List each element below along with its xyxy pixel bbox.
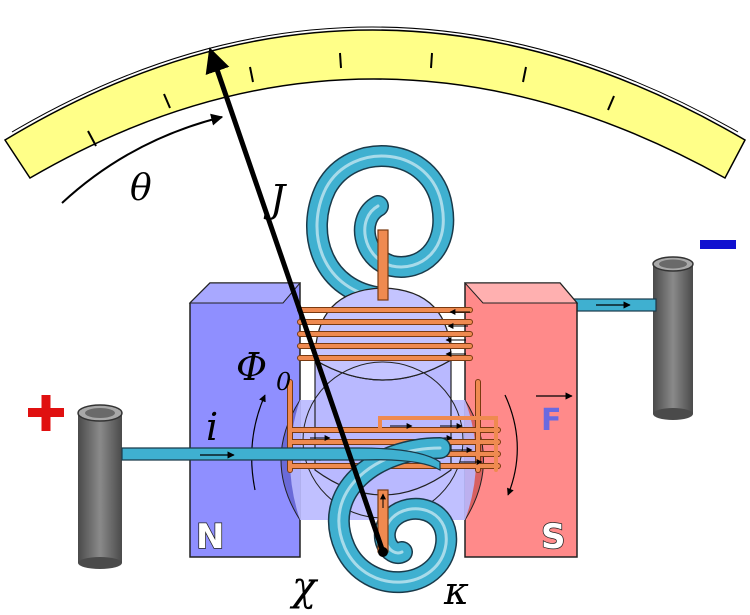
kappa-label: κ: [443, 569, 469, 613]
minus-sign: [700, 240, 736, 249]
left-lead-strip: [121, 447, 441, 472]
flux-arrow-right: [504, 394, 518, 496]
scale-tick: [430, 52, 433, 69]
flux-arrow-left: [251, 394, 266, 491]
phi0-label: Φ: [236, 345, 267, 389]
scale-tick: [163, 93, 171, 109]
scale-arc: [3, 26, 746, 180]
N-label: N: [196, 517, 224, 557]
theta-arc-arrow: [61, 113, 224, 204]
chi-label: χ: [289, 564, 319, 610]
S-label: S: [541, 517, 566, 557]
left-terminal: [77, 404, 123, 569]
pivot: [378, 547, 388, 557]
scale-tick: [607, 95, 615, 111]
scale-ticks: [87, 52, 615, 147]
scale-tick: [522, 66, 527, 83]
top-shaft: [377, 229, 389, 301]
scale-tick: [87, 130, 97, 147]
scale-tick: [339, 52, 342, 69]
right-terminal: [652, 256, 694, 420]
F-label: F: [541, 403, 562, 438]
i-label: i: [206, 405, 218, 449]
bottom-spiral-spring: [328, 437, 458, 593]
theta-label: θ: [130, 168, 152, 209]
phi0-subscript: 0: [276, 368, 291, 396]
scale-tick: [249, 66, 254, 83]
plus-sign: [28, 395, 64, 431]
needle: [205, 47, 386, 553]
